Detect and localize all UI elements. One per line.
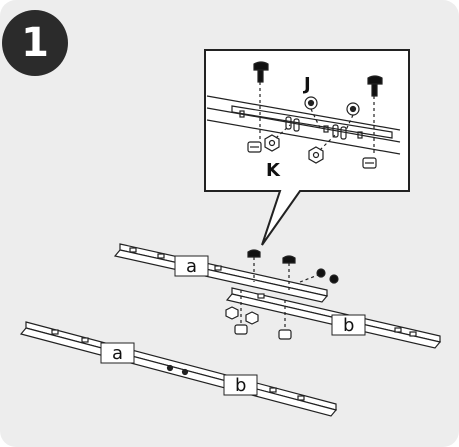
hardware-cluster <box>225 249 339 340</box>
label-upper-a: a <box>174 255 209 277</box>
rail-label-lower-a: a <box>112 343 123 364</box>
step-number: 1 <box>21 20 49 66</box>
rail-label-upper-b: b <box>343 315 354 336</box>
rail-label-upper-a: a <box>186 256 197 277</box>
part-label-j: J <box>302 74 311 95</box>
detail-bolt-left <box>253 61 269 140</box>
part-label-k: K <box>266 160 281 181</box>
rail-label-lower-b: b <box>235 375 246 396</box>
detail-bolt-right <box>367 75 383 155</box>
upper-rail-a <box>113 243 329 303</box>
label-upper-b: b <box>331 314 366 336</box>
step-number-badge: 1 <box>2 10 68 76</box>
label-lower-a: a <box>100 342 135 364</box>
detail-callout: J K <box>204 49 410 246</box>
label-lower-b: b <box>223 374 258 396</box>
